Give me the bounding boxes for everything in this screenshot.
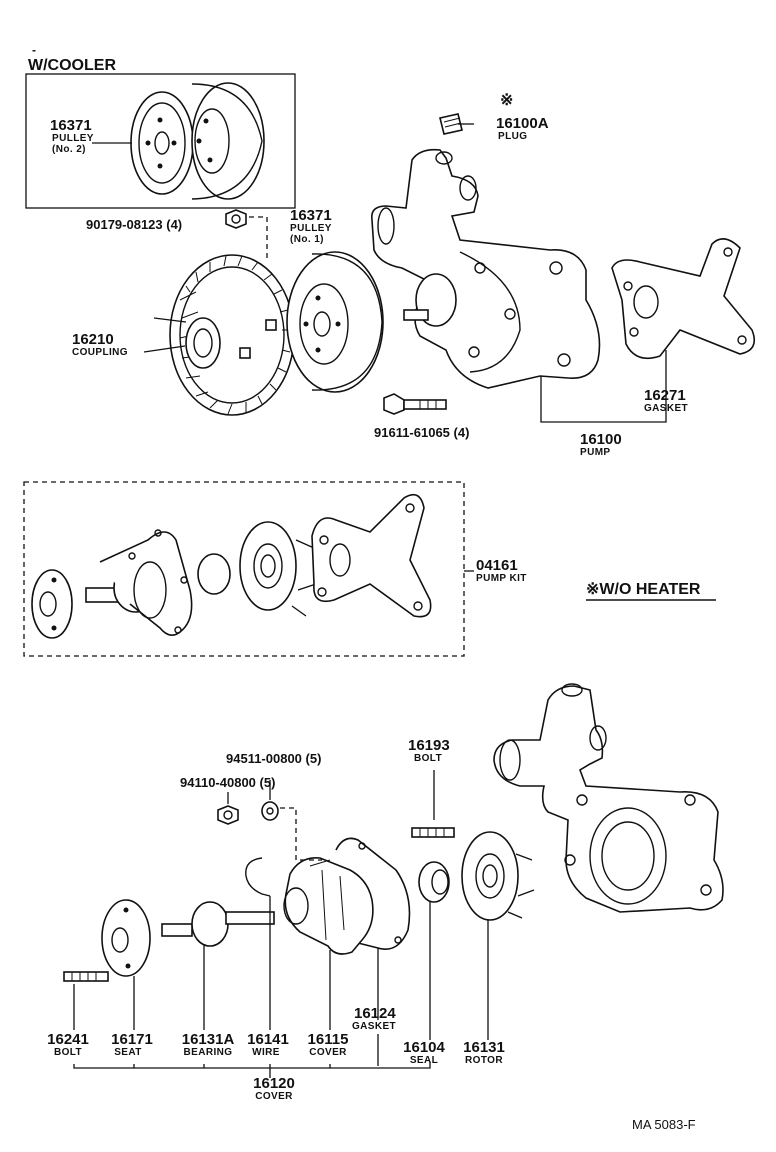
pump-kit-number: 04161 — [476, 557, 518, 574]
plug-number: 16100A — [496, 115, 549, 132]
pulley1-name: PULLEY — [290, 223, 332, 234]
bolt-mid-name: BOLT — [414, 753, 443, 764]
cover-assy-name: COVER — [255, 1091, 293, 1102]
pulley2-sub: (No. 2) — [52, 144, 86, 155]
seal-name: SEAL — [409, 1055, 439, 1066]
bolt-16241-drawing — [63, 971, 109, 982]
plug-name: PLUG — [498, 131, 528, 142]
pump-kit-box — [23, 481, 465, 657]
wire-drawing — [245, 857, 271, 897]
pulley-no2-drawing — [130, 82, 265, 200]
pulley2-number: 16371 — [50, 117, 92, 134]
without-heater-header: ※W/O HEATER — [586, 581, 701, 598]
rotor-name: ROTOR — [465, 1055, 503, 1066]
seat-number: 16171 — [111, 1031, 153, 1048]
washer-nut-drawing — [217, 801, 279, 825]
pulley2-name: PULLEY — [52, 133, 94, 144]
bolt-91611-drawing — [383, 393, 447, 415]
with-cooler-header: W/COOLER — [28, 57, 116, 74]
seat-name: SEAT — [114, 1047, 142, 1058]
pump-housing-drawing — [493, 683, 724, 913]
cover-assy-number: 16120 — [253, 1075, 295, 1092]
cover-gasket-drawing — [283, 837, 411, 955]
figure-code: MA 5083-F — [632, 1117, 696, 1132]
header-tick: - — [32, 43, 36, 57]
bolt-low-name: BOLT — [53, 1047, 83, 1058]
seat-drawing — [101, 899, 151, 977]
gasket-top-name: GASKET — [644, 403, 689, 414]
pump-name: PUMP — [580, 447, 611, 458]
gasket-low-name: GASKET — [352, 1021, 397, 1032]
coupling-name: COUPLING — [72, 347, 128, 358]
gasket-low-number: 16124 — [354, 1005, 396, 1022]
plug-mark: ※ — [500, 92, 514, 109]
rotor-number: 16131 — [463, 1039, 505, 1056]
cover-part-name: COVER — [309, 1047, 347, 1058]
bolt-16193-drawing — [411, 827, 455, 838]
coupling-drawing — [153, 254, 295, 416]
bearing-drawing — [161, 901, 275, 947]
coupling-number: 16210 — [72, 331, 114, 348]
wire-name: WIRE — [252, 1047, 280, 1058]
gasket-top-drawing — [611, 238, 756, 360]
bolt-low-number: 16241 — [47, 1031, 89, 1048]
nut-number: 94110-40800 (5) — [180, 775, 276, 790]
bearing-name: BEARING — [183, 1047, 233, 1058]
cover-part-number: 16115 — [307, 1031, 349, 1048]
pump-kit-name: PUMP KIT — [476, 573, 527, 584]
rotor-drawing — [461, 831, 535, 921]
bolt-top-number: 91611-61065 (4) — [374, 425, 470, 440]
seal-number: 16104 — [403, 1039, 445, 1056]
wire-number: 16141 — [247, 1031, 289, 1048]
bearing-number: 16131A — [181, 1031, 235, 1048]
seal-drawing — [418, 861, 450, 903]
gasket-top-number: 16271 — [644, 387, 686, 404]
cooler-box — [25, 73, 296, 209]
pulley1-sub: (No. 1) — [290, 234, 324, 245]
pump-kit-drawing — [31, 493, 432, 639]
washer-number: 94511-00800 (5) — [226, 751, 322, 766]
pulley-no1-drawing — [286, 251, 384, 393]
nut-90179-drawing — [225, 209, 247, 229]
pump-body-top-drawing — [370, 148, 601, 389]
pulley1-number: 16371 — [290, 207, 332, 224]
nut-top-number: 90179-08123 (4) — [86, 217, 183, 232]
bolt-mid-number: 16193 — [408, 737, 450, 754]
pump-number: 16100 — [580, 431, 622, 448]
